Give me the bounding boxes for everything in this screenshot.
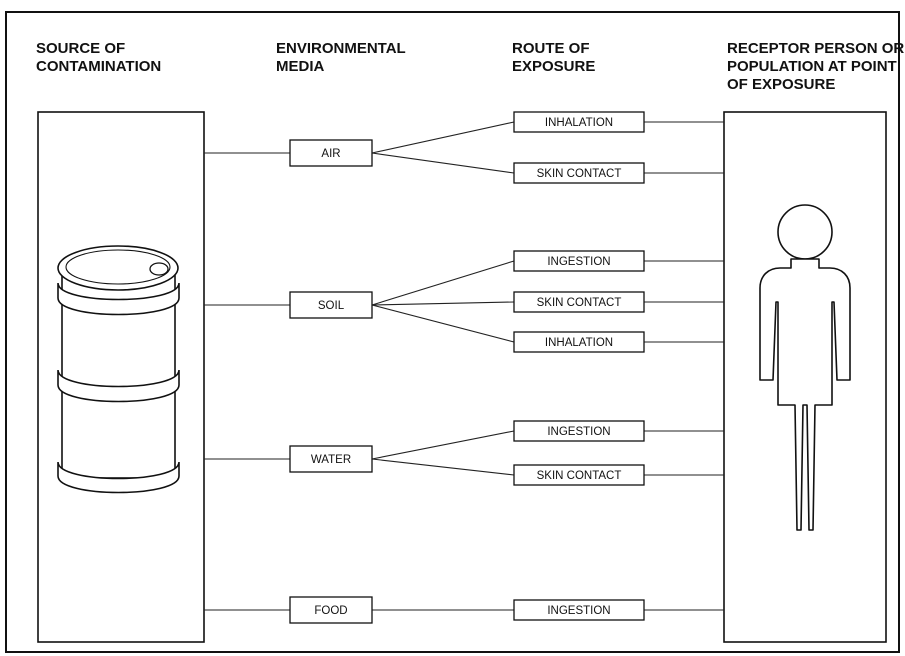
route-box-food-ingestion: INGESTION: [513, 599, 645, 621]
route-label: INGESTION: [547, 605, 610, 617]
route-box-soil-ingestion: INGESTION: [513, 250, 645, 272]
route-box-frame: [513, 162, 645, 184]
route-label: INGESTION: [547, 256, 610, 268]
route-label: INHALATION: [545, 337, 613, 349]
header-receptor-line-2: POPULATION AT POINT: [727, 58, 897, 75]
route-box-soil-inhalation: INHALATION: [513, 331, 645, 353]
header-source-line-1: SOURCE OF: [36, 40, 125, 57]
media-box-frame: [289, 139, 373, 167]
route-box-frame: [513, 420, 645, 442]
person-icon: [759, 204, 851, 531]
media-label: WATER: [311, 454, 351, 466]
media-label: AIR: [321, 148, 340, 160]
route-box-water-skin-contact: SKIN CONTACT: [513, 464, 645, 486]
line-soil-to-skin-contact: [371, 301, 515, 306]
route-label: SKIN CONTACT: [537, 297, 622, 309]
header-media: ENVIRONMENTAL MEDIA: [276, 40, 406, 75]
header-route: ROUTE OF EXPOSURE: [512, 40, 595, 75]
header-source: SOURCE OF CONTAMINATION: [36, 40, 161, 75]
line-soil-to-ingestion: [371, 260, 515, 306]
header-route-line-1: ROUTE OF: [512, 40, 590, 57]
route-box-frame: [513, 464, 645, 486]
header-media-line-1: ENVIRONMENTAL: [276, 40, 406, 57]
route-box-frame: [513, 599, 645, 621]
media-boxes: AIR SOIL WATER FOOD: [289, 139, 373, 624]
line-air-to-inhalation: [371, 121, 515, 154]
media-box-food: FOOD: [289, 596, 373, 624]
line-water-to-ingestion: [371, 430, 515, 460]
line-water-to-skin-contact: [371, 458, 515, 476]
media-box-frame: [289, 596, 373, 624]
connector-lines: [204, 121, 724, 611]
header-media-line-2: MEDIA: [276, 58, 325, 75]
route-label: INHALATION: [545, 117, 613, 129]
header-source-line-2: CONTAMINATION: [36, 58, 161, 75]
media-box-frame: [289, 291, 373, 319]
header-route-line-2: EXPOSURE: [512, 58, 595, 75]
barrel-icon: [57, 245, 180, 494]
route-box-frame: [513, 291, 645, 313]
media-label: SOIL: [318, 300, 345, 312]
header-receptor-line-1: RECEPTOR PERSON OR: [727, 40, 904, 57]
header-receptor-line-3: OF EXPOSURE: [727, 76, 835, 93]
route-box-frame: [513, 331, 645, 353]
header-receptor: RECEPTOR PERSON OR POPULATION AT POINT O…: [727, 40, 904, 93]
media-box-soil: SOIL: [289, 291, 373, 319]
route-box-air-inhalation: INHALATION: [513, 111, 645, 133]
media-label: FOOD: [314, 605, 347, 617]
media-box-air: AIR: [289, 139, 373, 167]
route-box-air-skin-contact: SKIN CONTACT: [513, 162, 645, 184]
diagram-frame: [5, 11, 900, 653]
route-box-frame: [513, 111, 645, 133]
route-box-frame: [513, 250, 645, 272]
media-box-water: WATER: [289, 445, 373, 473]
line-air-to-skin-contact: [371, 152, 515, 174]
route-box-soil-skin-contact: SKIN CONTACT: [513, 291, 645, 313]
route-label: SKIN CONTACT: [537, 470, 622, 482]
route-label: INGESTION: [547, 426, 610, 438]
route-box-water-ingestion: INGESTION: [513, 420, 645, 442]
media-box-frame: [289, 445, 373, 473]
route-boxes: INHALATION SKIN CONTACT INGESTION SKIN CONT…: [513, 111, 645, 621]
route-label: SKIN CONTACT: [537, 168, 622, 180]
line-soil-to-inhalation: [371, 304, 515, 343]
